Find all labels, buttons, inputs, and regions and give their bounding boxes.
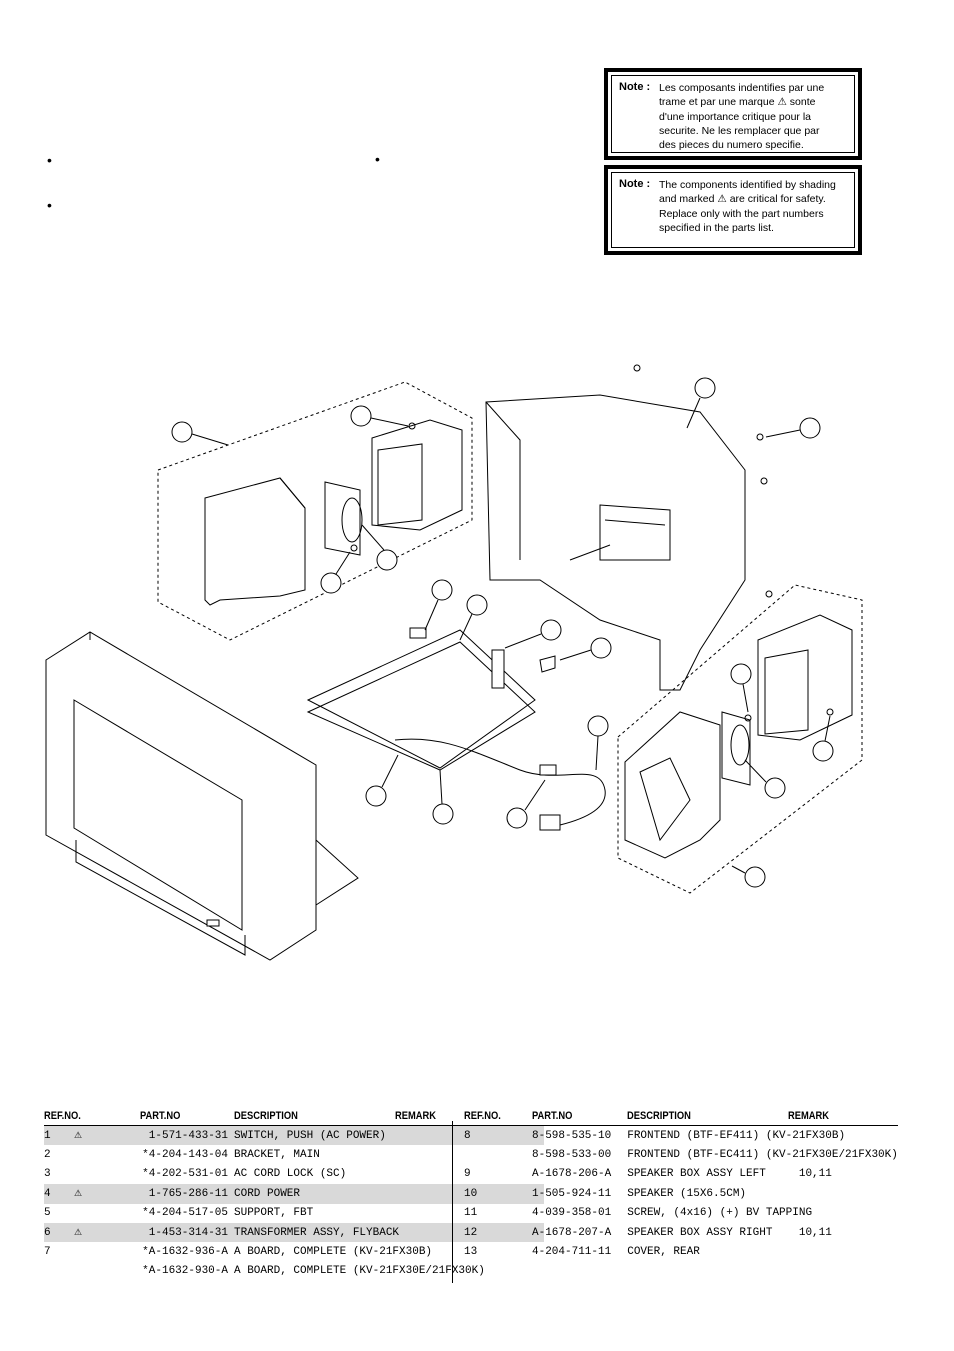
a-board xyxy=(306,627,556,771)
table-row: 13 4-204-711-11 COVER, REAR xyxy=(464,1246,700,1259)
callout-circle xyxy=(171,421,193,443)
header-part: PART.NO xyxy=(140,1110,181,1122)
table-row: 12 A-1678-207-A SPEAKER BOX ASSY RIGHT 1… xyxy=(464,1226,832,1239)
caution-icon: ⚠ xyxy=(74,1222,114,1243)
bullet-2: • xyxy=(375,151,380,167)
table-row: 7 *A-1632-936-A A BOARD, COMPLETE (KV-21… xyxy=(44,1246,433,1259)
header-remark: REMARK xyxy=(395,1110,437,1122)
exploded-view-diagram xyxy=(45,364,863,961)
callout-circle xyxy=(694,377,716,399)
left-speaker-box xyxy=(204,419,463,606)
table-row: 5 *4-204-517-05 SUPPORT, FBT xyxy=(44,1207,314,1220)
caution-icon: ⚠ xyxy=(74,1125,114,1146)
callout-circle xyxy=(320,572,342,594)
callout-circle xyxy=(350,405,372,427)
header-desc: DESCRIPTION xyxy=(627,1110,692,1122)
table-row: 10 1-505-924-11 SPEAKER (15X6.5CM) xyxy=(464,1187,747,1200)
table-row: 8-598-533-00 FRONTEND (BTF-EC411) (KV-21… xyxy=(532,1149,898,1162)
note-english: Note : The components identified by shad… xyxy=(604,165,862,255)
left-speaker-group-outline xyxy=(157,381,473,641)
power-cord xyxy=(394,738,606,831)
callout-circle xyxy=(587,715,609,737)
callout-circle xyxy=(764,777,786,799)
right-speaker-box xyxy=(624,614,853,859)
callout-circle xyxy=(799,417,821,439)
callout-circle xyxy=(590,637,612,659)
table-row: 1 ⚠ 1-571-433-31 SWITCH, PUSH (AC POWER) xyxy=(44,1125,544,1146)
table-row: 11 4-039-358-01 SCREW, (4x16) (+) BV TAP… xyxy=(464,1207,813,1220)
callout-circle xyxy=(365,785,387,807)
table-row: 6 ⚠ 1-453-314-31 TRANSFORMER ASSY, FLYBA… xyxy=(44,1222,544,1243)
caution-icon: ⚠ xyxy=(74,1184,114,1204)
note-label: Note : xyxy=(619,81,651,93)
table-row: 9 A-1678-206-A SPEAKER BOX ASSY LEFT 10,… xyxy=(464,1168,832,1181)
header-ref: REF.NO. xyxy=(44,1110,81,1122)
callout-circle xyxy=(540,619,562,641)
callout-circle xyxy=(730,663,752,685)
callouts xyxy=(171,377,834,888)
table-row: 8 8-598-535-10 FRONTEND (BTF-EF411) (KV-… xyxy=(464,1129,846,1142)
bullet-3: • xyxy=(47,197,52,213)
callout-circle xyxy=(431,579,453,601)
header-desc: DESCRIPTION xyxy=(234,1110,298,1122)
header-ref: REF.NO. xyxy=(464,1110,501,1122)
note-label: Note : xyxy=(619,178,651,190)
rear-cover xyxy=(485,364,773,691)
note-text: The components identified by shading and… xyxy=(659,179,836,234)
callout-circle xyxy=(812,740,834,762)
note-text: Les composants indentifies par une trame… xyxy=(659,82,825,152)
table-row: 3 *4-202-531-01 AC CORD LOCK (SC) xyxy=(44,1168,347,1181)
table-row: 2 *4-204-143-04 BRACKET, MAIN xyxy=(44,1149,320,1162)
table-row: *A-1632-930-A A BOARD, COMPLETE (KV-21FX… xyxy=(142,1265,485,1278)
callout-circle xyxy=(432,803,454,825)
header-part: PART.NO xyxy=(532,1110,573,1122)
header-remark: REMARK xyxy=(788,1110,830,1122)
parts-table-right: REF.NO. PART.NO DESCRIPTION REMARK 8 8-59… xyxy=(464,1101,898,1262)
table-divider xyxy=(452,1121,453,1283)
callout-circle xyxy=(466,594,488,616)
callout-circle xyxy=(376,549,398,571)
callout-circle xyxy=(506,807,528,829)
parts-table-left: REF.NO. PART.NO DESCRIPTION REMARK 1 ⚠ 1-… xyxy=(44,1101,544,1281)
bullet-1: • xyxy=(47,152,52,168)
note-french: Note : Les composants indentifies par un… xyxy=(604,68,862,160)
tv-cabinet xyxy=(45,631,359,961)
table-row: 4 ⚠ 1-765-286-11 CORD POWER xyxy=(44,1184,544,1204)
callout-circle xyxy=(744,866,766,888)
